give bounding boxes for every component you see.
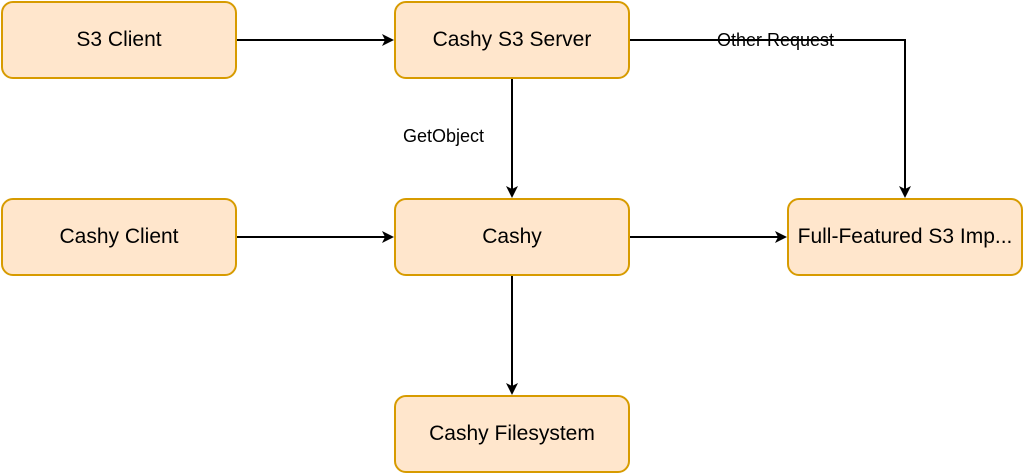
node-cashy-client-label: Cashy Client <box>59 225 179 248</box>
node-cashy-filesystem-label: Cashy Filesystem <box>429 422 595 445</box>
node-cashy-filesystem[interactable]: Cashy Filesystem <box>394 395 630 473</box>
node-s3-client-label: S3 Client <box>76 28 162 51</box>
edge-cashys3-to-fulls3 <box>630 39 911 198</box>
edge-label-getobject: GetObject <box>403 126 485 146</box>
node-cashy-s3-server[interactable]: Cashy S3 Server <box>394 1 630 79</box>
node-cashy-label: Cashy <box>482 225 542 248</box>
node-cashy-s3-server-label: Cashy S3 Server <box>432 28 592 51</box>
edge-label-other-request: Other Request <box>717 30 835 50</box>
node-full-featured-s3-label: Full-Featured S3 Imp... <box>797 225 1013 248</box>
node-cashy-client[interactable]: Cashy Client <box>1 198 237 276</box>
node-cashy[interactable]: Cashy <box>394 198 630 276</box>
node-full-featured-s3[interactable]: Full-Featured S3 Imp... <box>787 198 1023 276</box>
node-s3-client[interactable]: S3 Client <box>1 1 237 79</box>
